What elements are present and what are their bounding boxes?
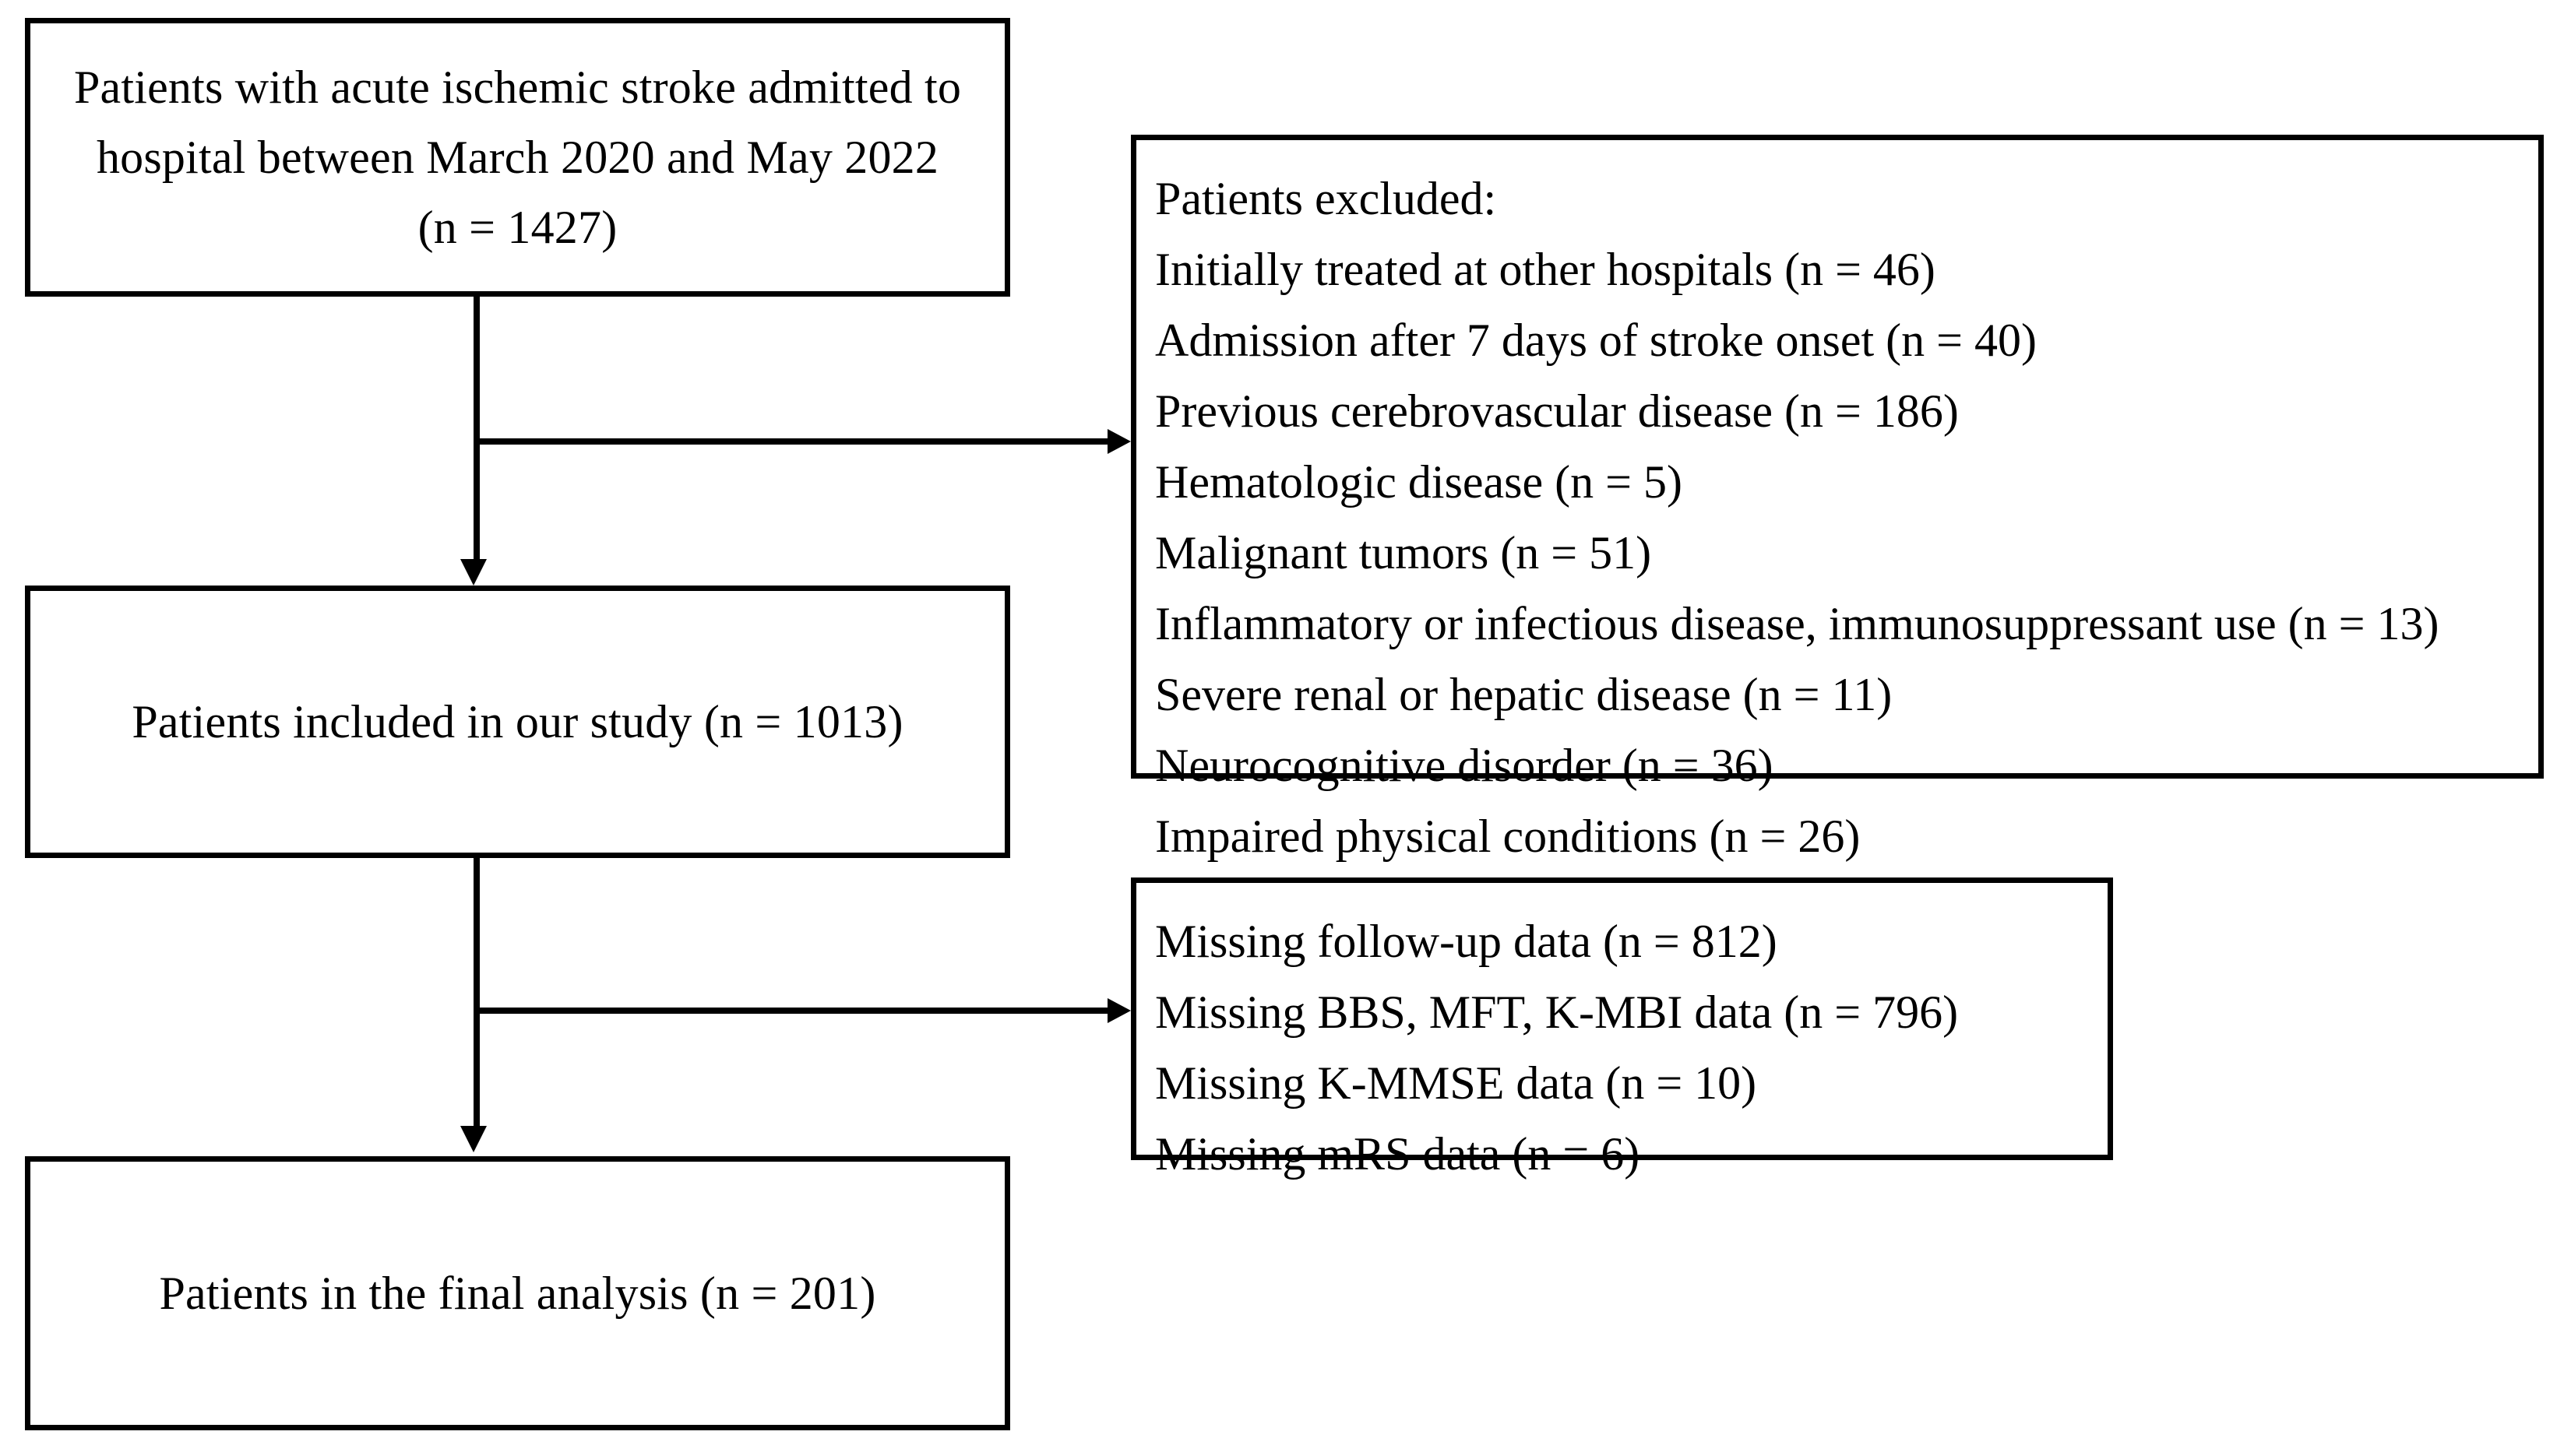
node-enrolled-cohort: Patients with acute ischemic stroke admi… (25, 18, 1010, 297)
excluded-list-item: Impaired physical conditions (n = 26) (1155, 811, 1861, 862)
node-missing-data: Missing follow-up data (n = 812) Missing… (1131, 877, 2113, 1180)
connector-enrolled-to-excluded-branch (474, 438, 1109, 445)
missing-data-list-item: Missing mRS data (n = 6) (1155, 1128, 1640, 1180)
missing-data-list: Missing follow-up data (n = 812) Missing… (1136, 883, 1958, 1190)
excluded-list-item: Inflammatory or infectious disease, immu… (1155, 598, 2439, 649)
missing-data-list-item: Missing follow-up data (n = 812) (1155, 916, 1777, 967)
excluded-list-item: Admission after 7 days of stroke onset (… (1155, 315, 2037, 366)
arrowhead-down-to-included (460, 559, 487, 586)
arrowhead-down-to-final (460, 1126, 487, 1152)
excluded-list-item: Hematologic disease (n = 5) (1155, 456, 1682, 508)
excluded-list-item: Malignant tumors (n = 51) (1155, 527, 1652, 579)
excluded-list-item: Patients excluded: (1155, 173, 1497, 224)
node-excluded-patients: Patients excluded: Initially treated at … (1131, 135, 2544, 862)
node-enrolled-cohort-label: Patients with acute ischemic stroke admi… (73, 62, 962, 253)
node-final-analysis: Patients in the final analysis (n = 201) (25, 1156, 1010, 1430)
excluded-list-item: Previous cerebrovascular disease (n = 18… (1155, 385, 1959, 437)
connector-included-to-missing-branch (474, 1008, 1109, 1014)
missing-data-list-item: Missing BBS, MFT, K-MBI data (n = 796) (1155, 986, 1959, 1038)
excluded-list-item: Neurocognitive disorder (n = 36) (1155, 740, 1773, 791)
node-included-in-study-label: Patients included in our study (n = 1013… (132, 696, 903, 747)
excluded-list-item: Initially treated at other hospitals (n … (1155, 244, 1935, 295)
missing-data-list-item: Missing K-MMSE data (n = 10) (1155, 1057, 1757, 1109)
arrowhead-right-to-excluded (1108, 429, 1131, 454)
arrowhead-right-to-missing (1108, 998, 1131, 1023)
excluded-list-item: Severe renal or hepatic disease (n = 11) (1155, 669, 1893, 720)
connector-included-to-final-stem (474, 858, 480, 1127)
node-final-analysis-label: Patients in the final analysis (n = 201) (159, 1268, 876, 1319)
connector-enrolled-to-included-stem (474, 297, 480, 561)
node-included-in-study: Patients included in our study (n = 1013… (25, 586, 1010, 858)
excluded-list: Patients excluded: Initially treated at … (1136, 140, 2439, 872)
